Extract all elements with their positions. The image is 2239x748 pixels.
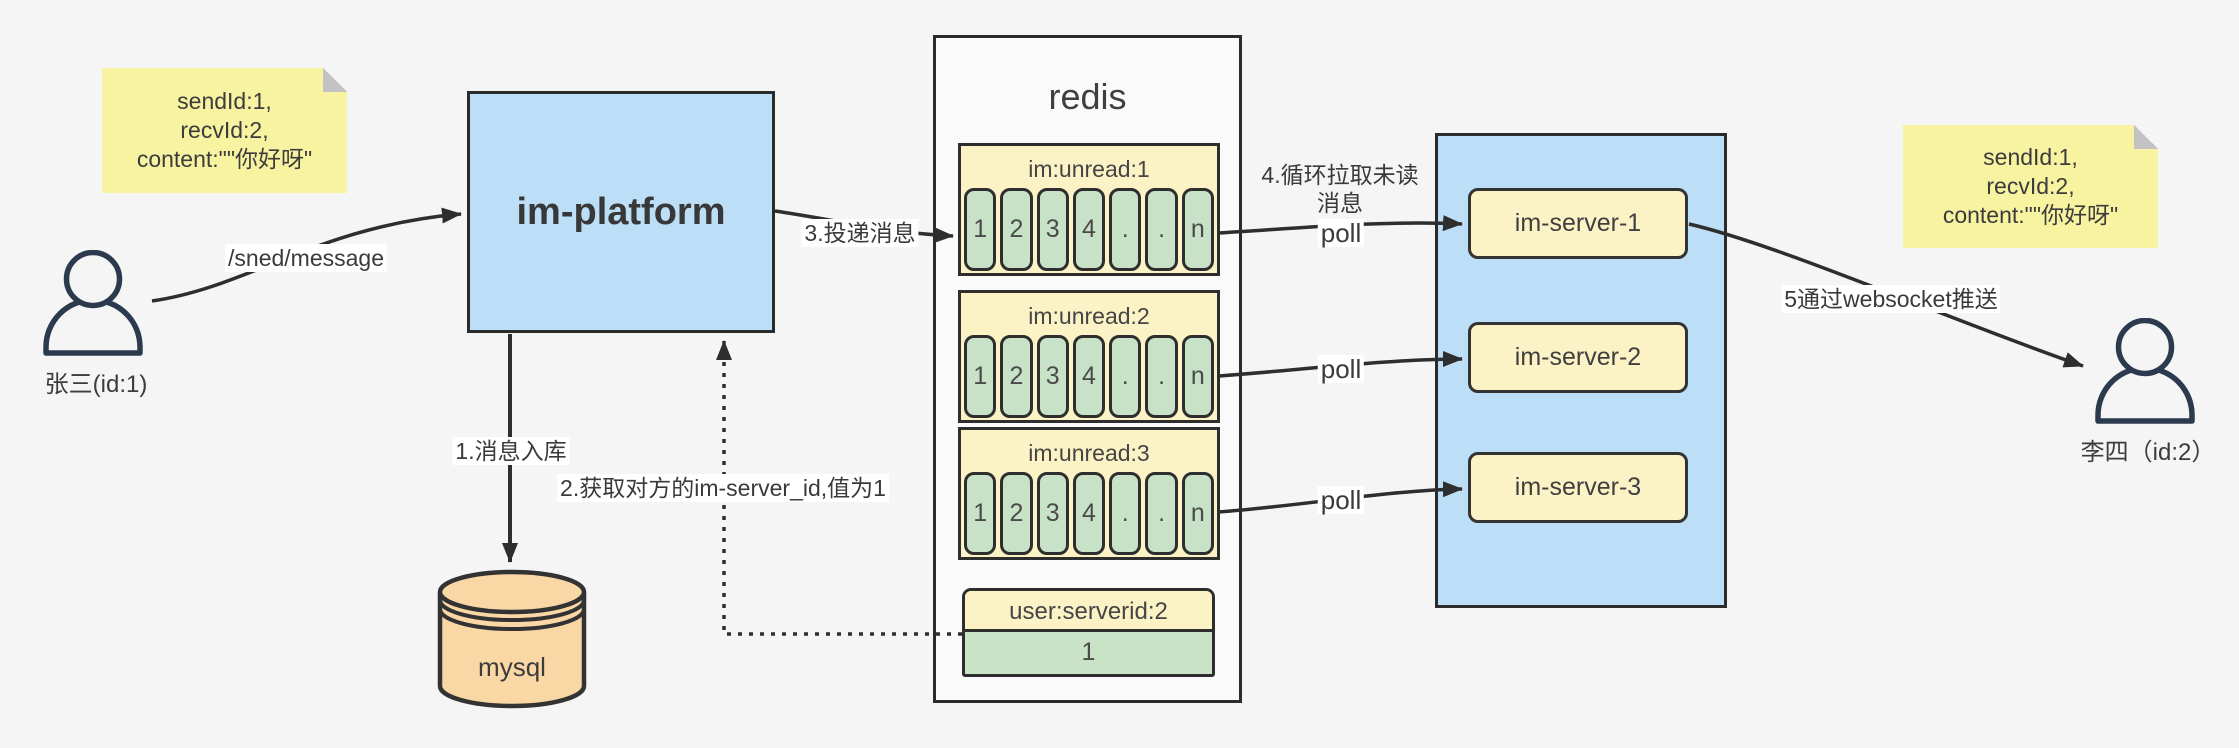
queue-cell: . (1109, 472, 1142, 555)
mysql-label: mysql (478, 652, 546, 682)
queue-cell: 2 (1000, 335, 1033, 418)
note-fold-icon (323, 68, 347, 92)
store-arrow-label: 1.消息入库 (452, 437, 570, 465)
im-server-1-label: im-server-1 (1514, 209, 1642, 237)
im-platform-box: im-platform (467, 91, 775, 333)
im-server-2-box: im-server-2 (1468, 322, 1688, 393)
note-line: content:""你好呀" (136, 146, 313, 172)
database-cylinder-icon: mysql (437, 569, 587, 709)
poll-label-2: poll (1317, 355, 1365, 383)
queue-header: im:unread:1 (1028, 156, 1150, 182)
queue-cells: 1 2 3 4 . . n (964, 472, 1214, 555)
redis-kv-box: user:serverid:2 1 (962, 588, 1215, 677)
kv-value: 1 (965, 632, 1212, 674)
queue-cell: 2 (1000, 188, 1033, 271)
send-arrow-label: /sned/message (225, 244, 387, 272)
queue-cells: 1 2 3 4 . . n (964, 188, 1214, 271)
im-platform-label: im-platform (516, 190, 726, 233)
mysql-database: mysql (435, 568, 589, 715)
note-line: content:""你好呀" (1942, 202, 2119, 228)
sender-label: 张三(id:1) (44, 371, 148, 398)
note-line: recvId:2, (180, 117, 269, 143)
queue-header: im:unread:2 (1028, 303, 1150, 329)
user-icon (43, 249, 143, 356)
kv-header: user:serverid:2 (965, 591, 1212, 632)
user-icon (2095, 317, 2195, 424)
poll-label-3: poll (1317, 486, 1365, 514)
im-server-1-box: im-server-1 (1468, 188, 1688, 259)
sender-actor (38, 249, 148, 356)
queue-cell: . (1145, 472, 1178, 555)
im-server-2-label: im-server-2 (1514, 343, 1642, 371)
queue-cell: 3 (1036, 188, 1069, 271)
queue-cell: . (1145, 188, 1178, 271)
note-fold-icon (2134, 125, 2158, 149)
receiver-label: 李四（id:2） (2080, 439, 2216, 466)
im-server-3-label: im-server-3 (1514, 473, 1642, 501)
queue-cell: 4 (1072, 335, 1106, 418)
push-arrow-label: 5通过websocket推送 (1781, 285, 2001, 313)
sticky-note-left: sendId:1, recvId:2, content:""你好呀" (102, 68, 347, 193)
deliver-arrow-label: 3.投递消息 (801, 219, 919, 247)
queue-cell: 3 (1036, 335, 1069, 418)
queue-cells: 1 2 3 4 . . n (964, 335, 1214, 418)
queue-cell: 3 (1036, 472, 1069, 555)
queue-cell: n (1181, 335, 1214, 418)
queue-cell: 4 (1072, 472, 1106, 555)
note-line: recvId:2, (1986, 173, 2075, 199)
lookup-arrow-label: 2.获取对方的im-server_id,值为1 (557, 474, 889, 502)
note-line: sendId:1, (177, 88, 272, 114)
poll-label-1: poll (1317, 219, 1365, 247)
redis-queue-1: im:unread:1 1 2 3 4 . . n (958, 143, 1220, 276)
sticky-note-right: sendId:1, recvId:2, content:""你好呀" (1903, 125, 2158, 248)
note-line: sendId:1, (1983, 144, 2078, 170)
im-server-3-box: im-server-3 (1468, 452, 1688, 523)
queue-cell: . (1145, 335, 1178, 418)
receiver-actor (2090, 317, 2200, 424)
queue-cell: . (1109, 335, 1142, 418)
redis-queue-2: im:unread:2 1 2 3 4 . . n (958, 290, 1220, 423)
redis-queue-3: im:unread:3 1 2 3 4 . . n (958, 427, 1220, 560)
queue-cell: n (1181, 472, 1214, 555)
queue-cell: 2 (1000, 472, 1033, 555)
pull-label: 4.循环拉取未读消息 (1261, 162, 1419, 216)
queue-header: im:unread:3 (1028, 440, 1150, 466)
queue-cell: 1 (964, 188, 997, 271)
redis-title: redis (1048, 76, 1127, 117)
queue-cell: 1 (964, 472, 997, 555)
queue-cell: . (1109, 188, 1142, 271)
queue-cell: n (1181, 188, 1214, 271)
queue-cell: 4 (1072, 188, 1106, 271)
queue-cell: 1 (964, 335, 997, 418)
